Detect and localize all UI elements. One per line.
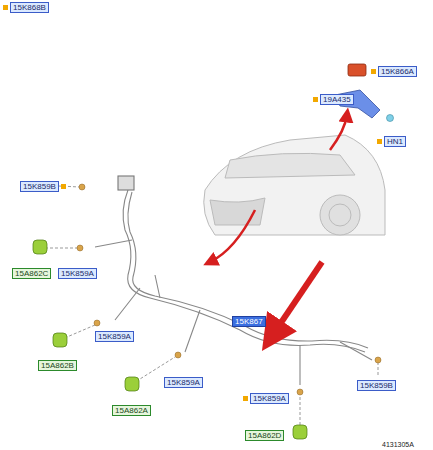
part-callout: 15K859A xyxy=(95,331,134,342)
red-arrows xyxy=(210,115,347,336)
part-callout: 15K859B xyxy=(357,380,396,391)
figure-number: 4131305A xyxy=(380,440,416,449)
part-callout: 15K859A xyxy=(164,377,203,388)
wiring-harness xyxy=(95,176,372,385)
part-callout: 15K859B xyxy=(20,181,59,192)
part-callout: 19A435 xyxy=(320,94,354,105)
leader-lines xyxy=(40,186,378,430)
part-callout: 15K868B xyxy=(10,2,49,13)
callout-marker xyxy=(243,396,248,401)
callout-marker xyxy=(377,139,382,144)
parking-sensors xyxy=(33,240,307,439)
part-callout: 15A862C xyxy=(12,268,51,279)
part-callout: 15A862B xyxy=(38,360,77,371)
part-callout: HN1 xyxy=(384,136,406,147)
part-callout: 15A862A xyxy=(112,405,151,416)
callout-marker xyxy=(371,69,376,74)
part-callout: 15A862D xyxy=(245,430,284,441)
callout-marker xyxy=(61,184,66,189)
car-sketch xyxy=(204,135,385,235)
callout-marker xyxy=(3,5,8,10)
part-callout: 15K859A xyxy=(58,268,97,279)
connectors-clips xyxy=(77,184,381,395)
part-callout: 15K867 xyxy=(232,316,266,327)
part-callout: 15K866A xyxy=(378,66,417,77)
callout-marker xyxy=(313,97,318,102)
part-callout: 15K859A xyxy=(250,393,289,404)
